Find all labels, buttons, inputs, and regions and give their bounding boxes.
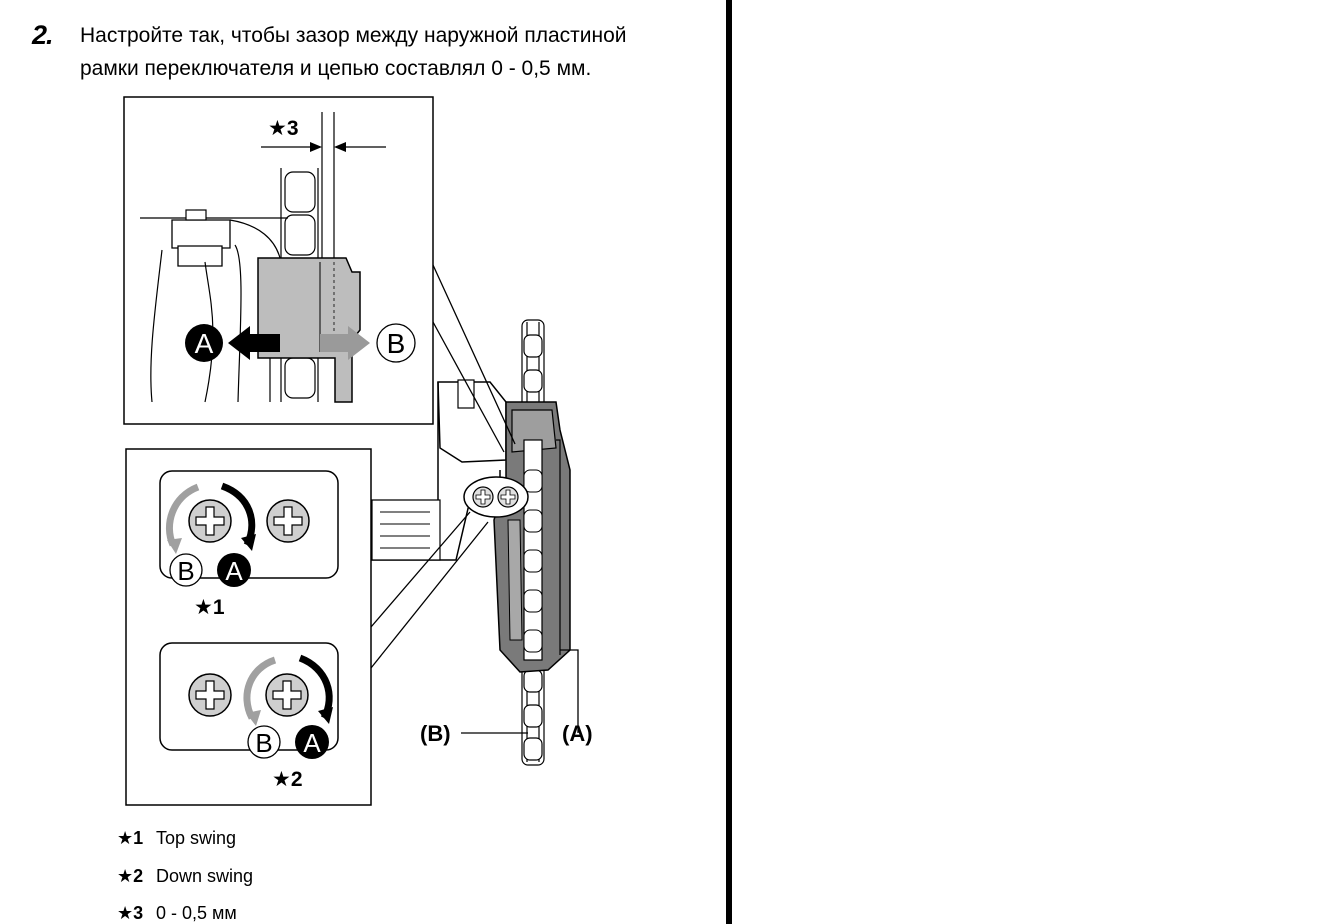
zoom-connectors xyxy=(370,264,516,669)
legend-key: ★3 xyxy=(117,903,144,923)
step-instruction-line-1: Настройте так, чтобы зазор между наружно… xyxy=(80,24,627,47)
marker-a-down-swing: A xyxy=(303,728,321,758)
callout-star2: ★2 xyxy=(272,768,303,791)
legend-row-star2: ★2 Down swing xyxy=(117,866,253,887)
inset-chain-gap: ★3 A B xyxy=(123,96,434,425)
derailleur-illustration: (A) (B) xyxy=(371,319,593,766)
step-instruction-line-2: рамки переключателя и цепью составлял 0 … xyxy=(80,57,592,80)
marker-b-top-swing: B xyxy=(177,556,194,586)
arrow-a-left xyxy=(228,326,280,360)
callout-star3: ★3 xyxy=(268,117,299,140)
legend-text: 0 - 0,5 мм xyxy=(156,903,237,923)
marker-a-top-swing: A xyxy=(225,556,243,586)
label-b: (B) xyxy=(420,721,451,746)
legend-key: ★2 xyxy=(117,866,144,886)
derailleur-adjustment-diagram: (A) (B) ★3 xyxy=(123,96,593,806)
legend-row-star3: ★3 0 - 0,5 мм xyxy=(117,903,237,924)
legend-row-star1: ★1 Top swing xyxy=(117,828,236,849)
marker-b-top: B xyxy=(387,328,406,359)
panel-down-swing: B A xyxy=(159,642,339,759)
adjust-screws-ellipse xyxy=(463,476,529,518)
arrow-b-right xyxy=(320,326,370,360)
step-number: 2. xyxy=(32,20,54,50)
panel-top-swing: B A xyxy=(159,470,339,587)
inset-screw-adjustment: B A ★1 B A ★2 xyxy=(125,448,372,806)
label-a: (A) xyxy=(562,721,593,746)
legend-key: ★1 xyxy=(117,828,144,848)
marker-a-top: A xyxy=(195,328,214,359)
legend-text: Top swing xyxy=(156,828,237,848)
legend-text: Down swing xyxy=(156,866,254,886)
marker-b-down-swing: B xyxy=(255,728,272,758)
callout-star1: ★1 xyxy=(194,596,225,619)
page-divider xyxy=(726,0,732,924)
